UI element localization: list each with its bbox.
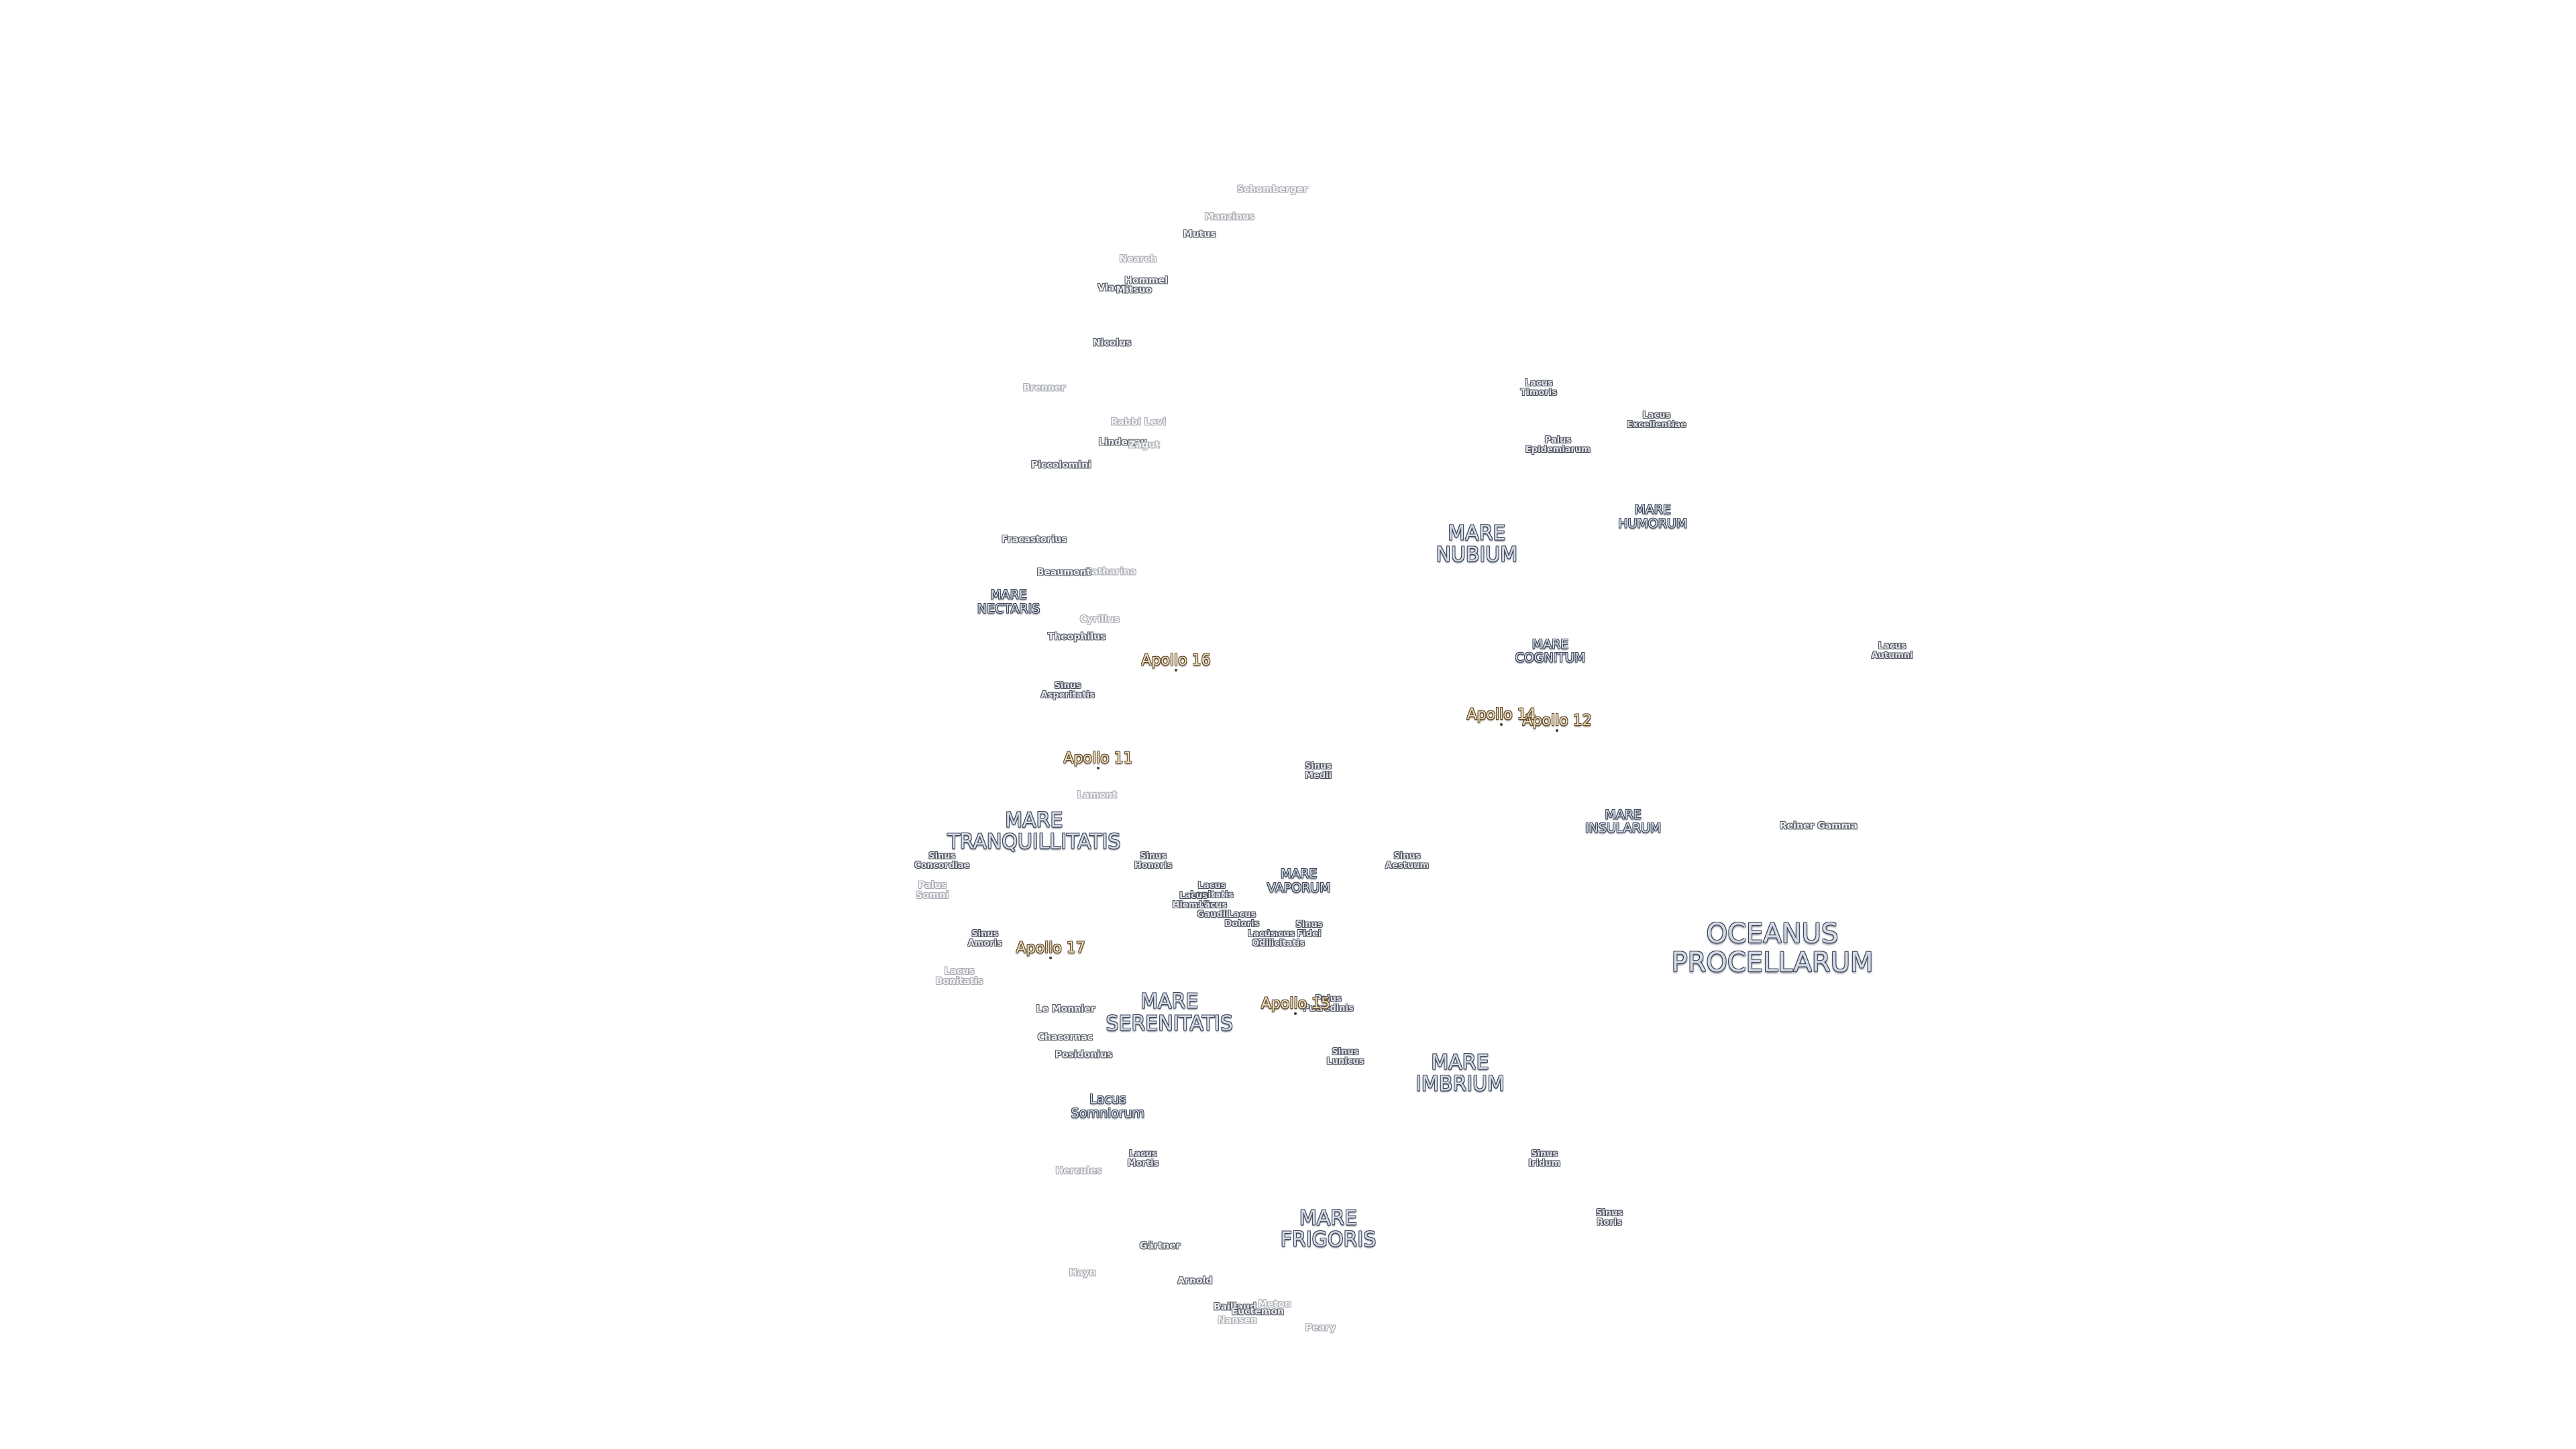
feature-label-sinus-lunicus[interactable]: Sinus Lunicus <box>1326 1046 1364 1067</box>
feature-label-manzinus[interactable]: Manzinus <box>1204 211 1255 223</box>
feature-label-mare-humorum[interactable]: MARE HUMORUM <box>1618 502 1688 531</box>
feature-label-lacus-hiemalis[interactable]: Lacus Hiemalis <box>1172 890 1215 910</box>
feature-label-lacus-autumni[interactable]: Lacus Autumni <box>1871 641 1913 661</box>
feature-label-nicolus[interactable]: Nicolus <box>1092 337 1132 349</box>
feature-label-lacus-somniorum[interactable]: Lacus Somniorum <box>1071 1091 1145 1121</box>
landing-site-marker <box>1500 723 1503 726</box>
feature-label-mare-insularum[interactable]: MARE INSULARUM <box>1585 807 1662 836</box>
feature-label-g-rtner[interactable]: Gärtner <box>1139 1240 1181 1252</box>
landing-site-apollo-17[interactable]: Apollo 17 <box>1016 940 1085 957</box>
feature-label-beaumont[interactable]: Beaumont <box>1036 567 1091 578</box>
feature-label-sinus-aestuum[interactable]: Sinus Aestuum <box>1385 851 1429 871</box>
feature-label-peary[interactable]: Peary <box>1305 1322 1336 1334</box>
feature-label-theophilus[interactable]: Theophilus <box>1047 631 1106 643</box>
feature-label-brenner[interactable]: Brenner <box>1022 382 1066 394</box>
feature-label-lacus-doloris[interactable]: Lacus Doloris <box>1224 910 1260 930</box>
feature-label-mitsuo[interactable]: Mitsuo <box>1116 284 1152 296</box>
feature-label-hercules[interactable]: Hercules <box>1055 1165 1102 1177</box>
feature-label-mare-vaporum[interactable]: MARE VAPORUM <box>1267 866 1331 896</box>
feature-label-sinus-amoris[interactable]: Sinus Amoris <box>967 928 1002 949</box>
landing-site-apollo-16[interactable]: Apollo 16 <box>1141 652 1211 669</box>
feature-label-mare-imbrium[interactable]: MARE IMBRIUM <box>1415 1051 1505 1096</box>
feature-label-mare-cognitum[interactable]: MARE COGNITUM <box>1515 637 1586 665</box>
feature-label-lacus-excellentiae[interactable]: Lacus Excellentiae <box>1626 410 1686 430</box>
feature-label-palus-epidemiarum[interactable]: Palus Epidemiarum <box>1525 435 1591 455</box>
feature-label-oceanus-procellarum[interactable]: OCEANUS PROCELLARUM <box>1671 918 1874 979</box>
feature-label-sinus-roris[interactable]: Sinus Roris <box>1596 1208 1623 1228</box>
feature-label-sinus-honoris[interactable]: Sinus Honoris <box>1134 851 1173 871</box>
feature-label-nearch[interactable]: Nearch <box>1119 254 1157 265</box>
feature-label-lamont[interactable]: Lamont <box>1077 790 1117 801</box>
feature-label-mare-serenitatis[interactable]: MARE SERENITATIS <box>1106 990 1233 1036</box>
feature-label-lacus-felicitatis[interactable]: Lacus Felicitatis <box>1256 928 1305 949</box>
landing-site-apollo-15[interactable]: Apollo 15 <box>1260 996 1331 1013</box>
feature-label-le-monnier[interactable]: Le Monnier <box>1036 1004 1095 1015</box>
landing-site-marker <box>1049 957 1053 960</box>
feature-label-arnold[interactable]: Arnold <box>1177 1275 1213 1287</box>
feature-label-meton[interactable]: Meton <box>1258 1299 1291 1310</box>
feature-label-vlacq[interactable]: Vlacq <box>1097 282 1127 294</box>
feature-label-lacus-lenitatis[interactable]: Lacus Lenitatis <box>1190 881 1234 901</box>
feature-label-zagut[interactable]: Zagut <box>1128 439 1160 451</box>
feature-label-mutus[interactable]: Mutus <box>1183 229 1216 240</box>
feature-label-palus-putredinis[interactable]: Palus Putredinis <box>1303 994 1354 1014</box>
feature-label-lacus-odii[interactable]: Lacus Odii <box>1248 928 1276 949</box>
landing-site-marker <box>1294 1012 1297 1015</box>
landing-site-marker <box>1175 669 1177 672</box>
feature-label-hommel[interactable]: Hommel <box>1124 275 1169 286</box>
feature-label-sinus-fidei[interactable]: Sinus Fidei <box>1295 919 1323 939</box>
feature-label-sinus-asperitatis[interactable]: Sinus Asperitatis <box>1040 681 1095 701</box>
feature-label-schomberger[interactable]: Schomberger <box>1236 184 1308 195</box>
feature-label-euctemon[interactable]: Euctemon <box>1231 1306 1285 1318</box>
feature-label-sinus-medii[interactable]: Sinus Medii <box>1304 761 1332 781</box>
feature-label-lacus-bonitatis[interactable]: Lacus Bonitatis <box>935 965 983 987</box>
feature-label-baillaud[interactable]: Baillaud <box>1213 1301 1256 1313</box>
feature-label-posidonius[interactable]: Posidonius <box>1055 1049 1113 1061</box>
feature-label-palus-somni[interactable]: Palus Somni <box>916 879 949 902</box>
landing-site-marker <box>1556 729 1559 732</box>
feature-label-piccolomini[interactable]: Piccolomini <box>1030 460 1091 471</box>
feature-label-mare-nectaris[interactable]: MARE NECTARIS <box>977 587 1040 616</box>
feature-label-sinus-iridum[interactable]: Sinus Iridum <box>1528 1149 1561 1169</box>
feature-label-lindenau[interactable]: Lindenau <box>1098 437 1148 448</box>
feature-label-mare-tranquillitatis[interactable]: MARE TRANQUILLITATIS <box>947 808 1121 854</box>
feature-label-mare-nubium[interactable]: MARE NUBIUM <box>1436 521 1518 567</box>
feature-label-mare-frigoris[interactable]: MARE FRIGORIS <box>1280 1206 1377 1252</box>
feature-label-cyrillus[interactable]: Cyrillus <box>1079 614 1120 625</box>
landing-site-apollo-12[interactable]: Apollo 12 <box>1522 712 1592 730</box>
feature-label-lacus-timoris[interactable]: Lacus Timoris <box>1520 378 1557 398</box>
landing-site-marker <box>1097 766 1100 769</box>
feature-label-nansen[interactable]: Nansen <box>1218 1315 1258 1326</box>
feature-label-reiner-gamma[interactable]: Reiner Gamma <box>1779 820 1858 832</box>
feature-label-fracastorius[interactable]: Fracastorius <box>1002 534 1067 545</box>
feature-label-rabbi-levi[interactable]: Rabbi Levi <box>1110 417 1167 428</box>
feature-label-hayn[interactable]: Hayn <box>1069 1267 1096 1278</box>
feature-label-sinus-concordiae[interactable]: Sinus Concordiae <box>914 851 970 871</box>
landing-site-apollo-11[interactable]: Apollo 11 <box>1063 749 1133 767</box>
feature-label-lacus-mortis[interactable]: Lacus Mortis <box>1127 1149 1159 1169</box>
feature-label-chacornac[interactable]: Chacornac <box>1037 1032 1093 1043</box>
landing-site-apollo-14[interactable]: Apollo 14 <box>1466 706 1536 724</box>
feature-label-catharina[interactable]: Catharina <box>1084 566 1136 578</box>
feature-label-lacus-gaudii[interactable]: Lacus Gaudii <box>1197 900 1229 920</box>
